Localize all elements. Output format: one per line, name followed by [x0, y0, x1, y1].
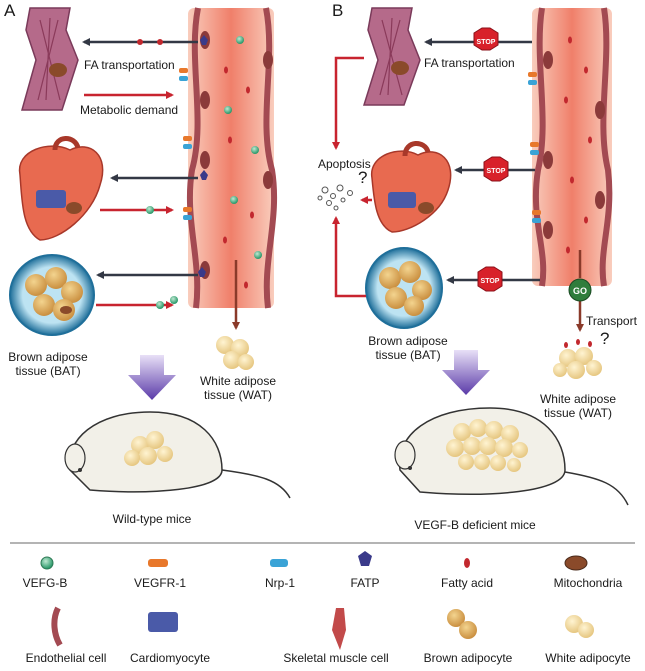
stop-label-1: STOP — [476, 39, 496, 46]
down-arrow-a — [128, 355, 176, 400]
go-sign — [568, 278, 592, 302]
metabolic-demand-label: Metabolic demand — [80, 103, 179, 117]
wat-label-a-line2: tissue (WAT) — [204, 388, 272, 402]
legend-label-white-adipocyte: White adipocyte — [545, 651, 631, 665]
panel-a — [9, 7, 291, 499]
transport-label: Transport — [586, 314, 637, 328]
bat-b — [365, 247, 443, 329]
bat-a — [9, 254, 95, 336]
receptors-a — [179, 35, 208, 277]
legend-label-skeletal-muscle-cell: Skeletal muscle cell — [283, 651, 389, 665]
fatty-acid-icon — [464, 558, 470, 568]
vegfb-icon — [40, 556, 54, 570]
apoptosis-question-mark: ? — [358, 168, 368, 187]
mouse-vegfb-deficient — [394, 407, 629, 506]
stop-sign-1 — [473, 27, 499, 51]
wat-label-b-line1: White adipose — [539, 392, 617, 406]
apoptosis-label: Apoptosis — [318, 157, 371, 171]
bat-label-a-line1: Brown adipose — [8, 350, 88, 364]
heart-a — [18, 136, 104, 241]
cardiomyocyte-icon — [148, 612, 178, 632]
go-label: GO — [572, 286, 588, 296]
panel-b-letter: B — [332, 1, 344, 20]
skeletal-muscle-a — [21, 7, 79, 111]
skeletal-muscle-b — [362, 7, 421, 106]
apoptosis-debris — [317, 184, 353, 211]
legend-label-cardiomyocyte: Cardiomyocyte — [129, 651, 211, 665]
panel-b — [317, 7, 629, 506]
wat-label-a-line1: White adipose — [199, 374, 277, 388]
blood-vessel-a — [186, 7, 278, 309]
vegfr1-icon — [148, 559, 168, 567]
legend-icons-row1 — [40, 551, 588, 571]
wat-b — [553, 339, 602, 379]
caption-vegfb-deficient: VEGF-B deficient mice — [414, 518, 536, 532]
caption-wild-type: Wild-type mice — [112, 512, 192, 526]
wat-label-b-line2: tissue (WAT) — [544, 406, 612, 420]
fa-transport-label-a: FA transportation — [84, 58, 175, 72]
stop-label-2: STOP — [486, 168, 506, 175]
stop-sign-2 — [483, 156, 509, 182]
fatp-icon — [358, 551, 372, 566]
brown-adipocyte-icon — [447, 609, 465, 627]
nrp1-icon — [270, 559, 288, 567]
legend-label-fatp: FATP — [350, 576, 380, 590]
panel-a-letter: A — [4, 1, 16, 20]
blood-vessel-b — [528, 7, 613, 287]
endothelial-cell-icon — [51, 606, 63, 647]
legend-label-endothelial-cell: Endothelial cell — [25, 651, 107, 665]
skeletal-muscle-cell-icon — [332, 608, 346, 650]
wat-question-mark: ? — [600, 329, 610, 348]
stop-sign-3 — [477, 266, 503, 292]
legend-label-vegfb: VEFG-B — [22, 576, 68, 590]
legend-label-nrp1: Nrp-1 — [264, 576, 296, 590]
bat-label-a-line2: tissue (BAT) — [15, 364, 81, 378]
legend-label-brown-adipocyte: Brown adipocyte — [423, 651, 513, 665]
wat-a — [216, 336, 254, 370]
bat-label-b-line2: tissue (BAT) — [375, 348, 441, 362]
heart-b — [371, 141, 452, 233]
mitochondria-icon — [564, 555, 588, 571]
legend-label-fatty-acid: Fatty acid — [440, 576, 494, 590]
mouse-wild-type — [64, 411, 291, 499]
bat-label-b-line1: Brown adipose — [368, 334, 448, 348]
down-arrow-b — [442, 350, 490, 395]
fa-transport-label-b: FA transportation — [424, 56, 515, 70]
legend-icons-row2 — [51, 606, 594, 650]
legend-label-vegfr1: VEGFR-1 — [133, 576, 187, 590]
legend-label-mitochondria: Mitochondria — [553, 576, 623, 590]
stop-label-3: STOP — [480, 278, 500, 285]
arrows-a — [82, 38, 240, 330]
